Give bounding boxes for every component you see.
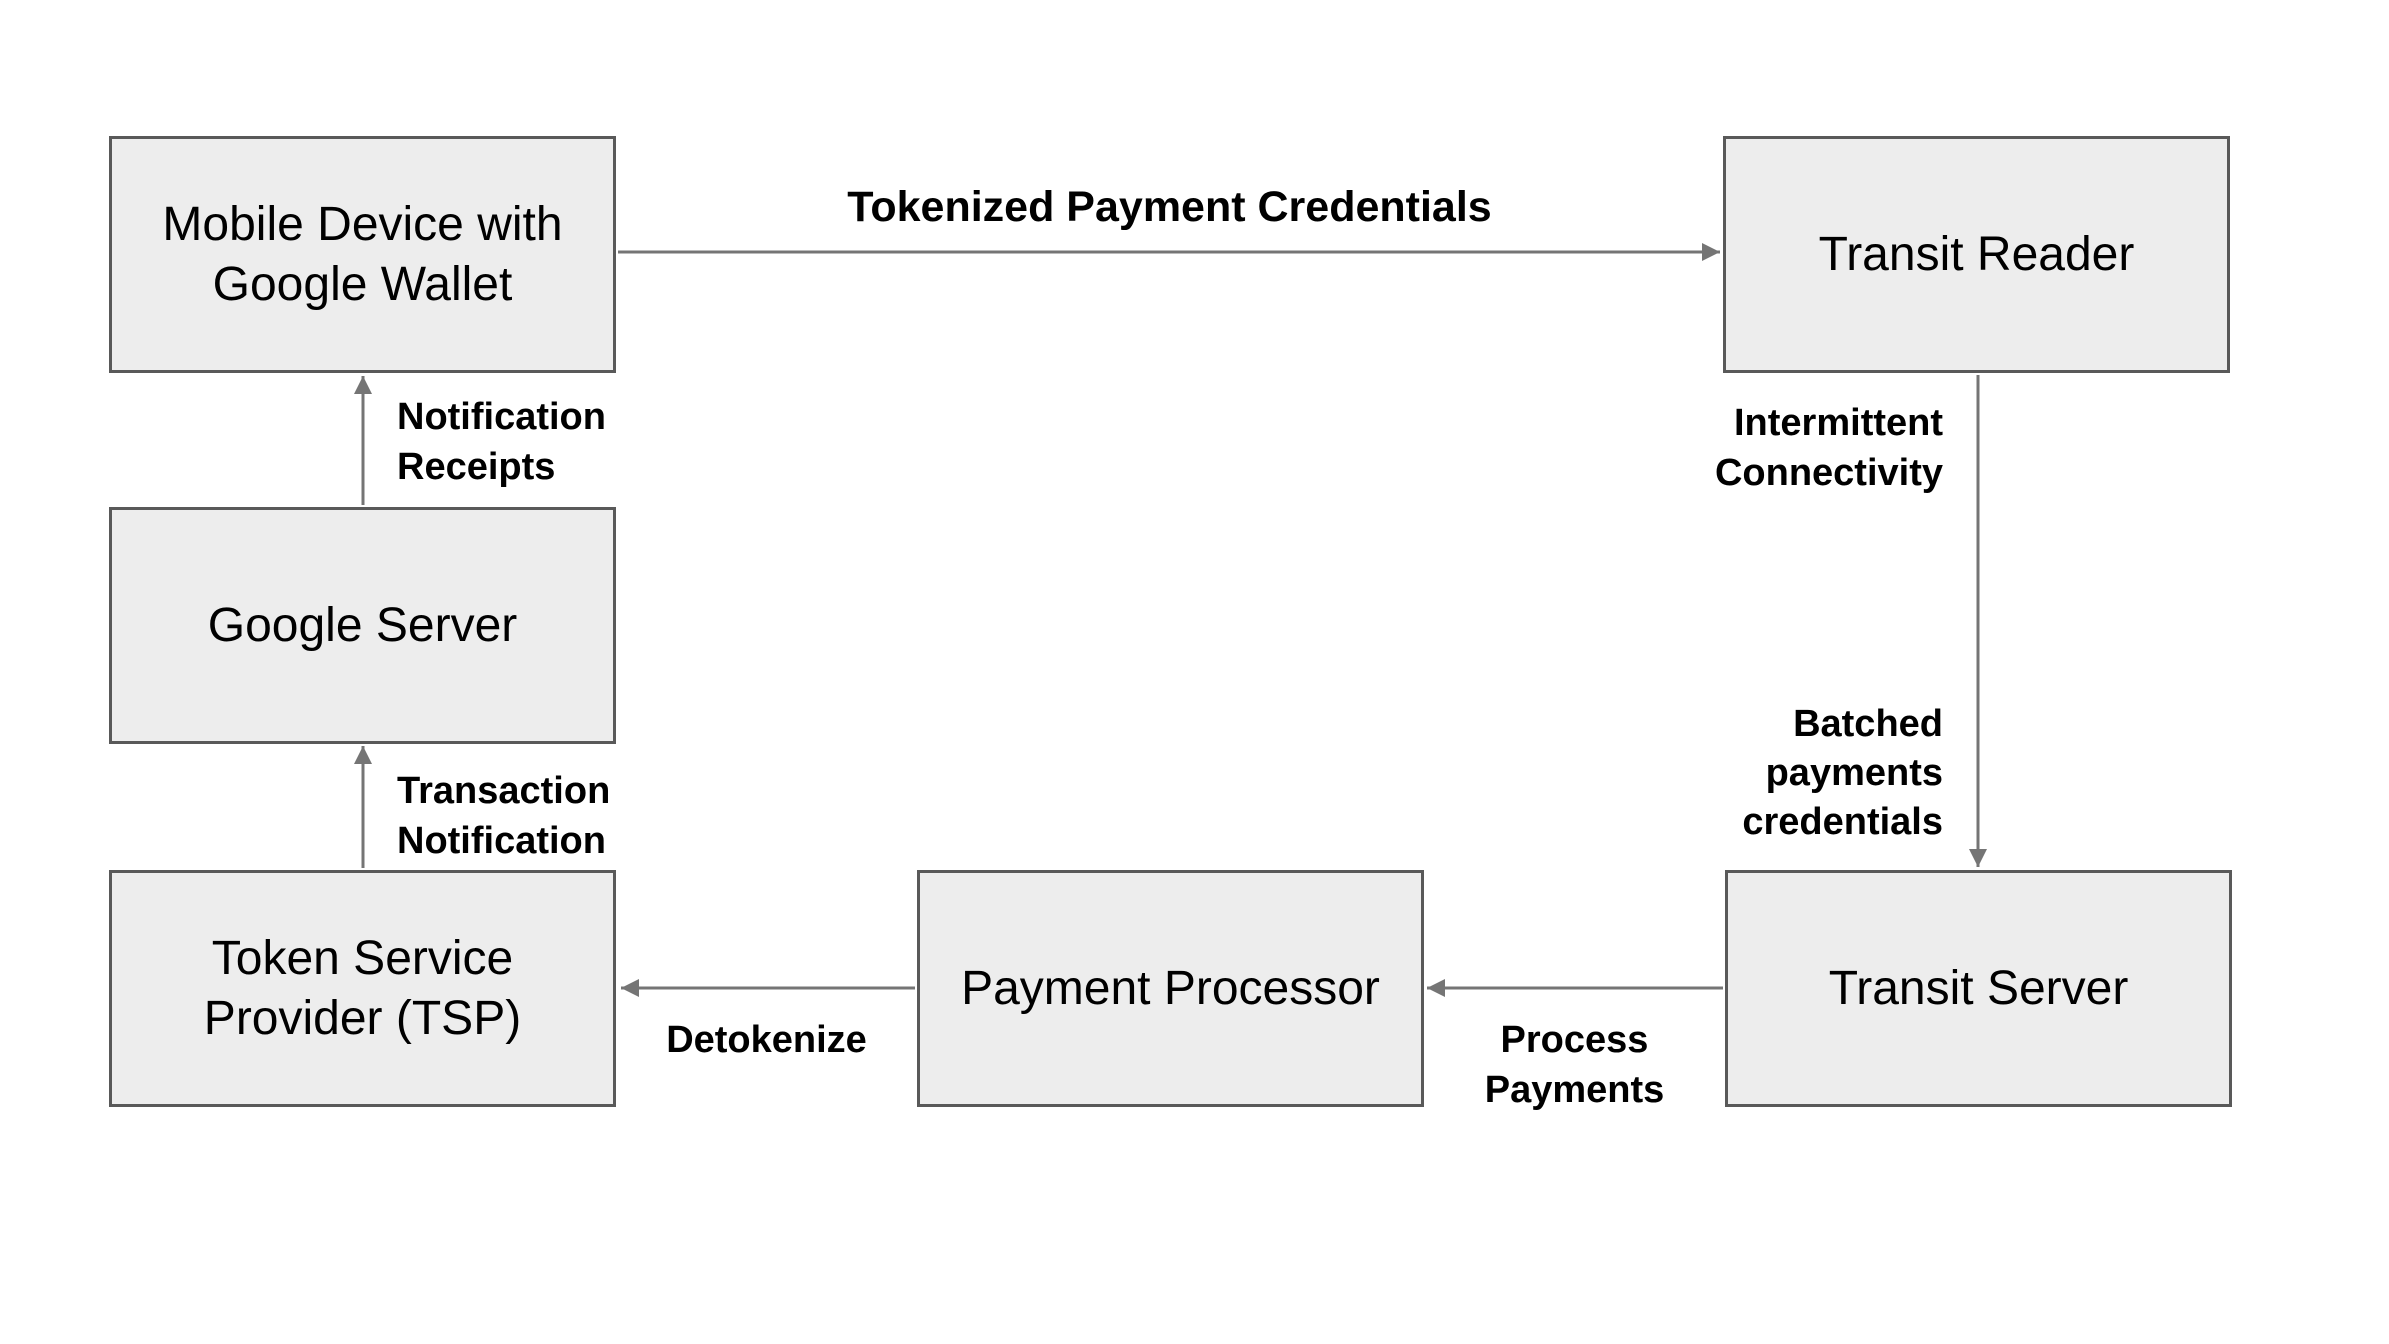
edge-label-process-payments: Process Payments <box>1484 1019 1665 1111</box>
node-token-service-provider: Token Service Provider (TSP) <box>109 870 616 1107</box>
node-label: Token Service Provider (TSP) <box>203 931 522 1045</box>
edge-label-notification-receipts: Notification Receipts <box>397 396 606 488</box>
edge-label-tokenized-payment-credentials: Tokenized Payment Credentials <box>847 183 1492 231</box>
node-mobile-device-google-wallet: Mobile Device with Google Wallet <box>109 136 616 373</box>
edge-label-detokenize: Detokenize <box>666 1019 867 1061</box>
node-payment-processor: Payment Processor <box>917 870 1424 1107</box>
node-label: Google Server <box>207 598 518 652</box>
node-transit-reader: Transit Reader <box>1723 136 2230 373</box>
node-label: Transit Server <box>1828 961 2129 1015</box>
node-transit-server: Transit Server <box>1725 870 2232 1107</box>
node-google-server: Google Server <box>109 507 616 744</box>
node-label: Mobile Device with Google Wallet <box>162 197 563 311</box>
edge-label-transaction-notification: Transaction Notification <box>397 770 611 862</box>
node-label: Transit Reader <box>1818 227 2135 281</box>
edge-label-intermittent-connectivity: Intermittent Connectivity <box>1714 402 1943 494</box>
edge-label-batched-payments-credentials: Batched payments credentials <box>1742 703 1943 843</box>
node-label: Payment Processor <box>961 961 1380 1015</box>
